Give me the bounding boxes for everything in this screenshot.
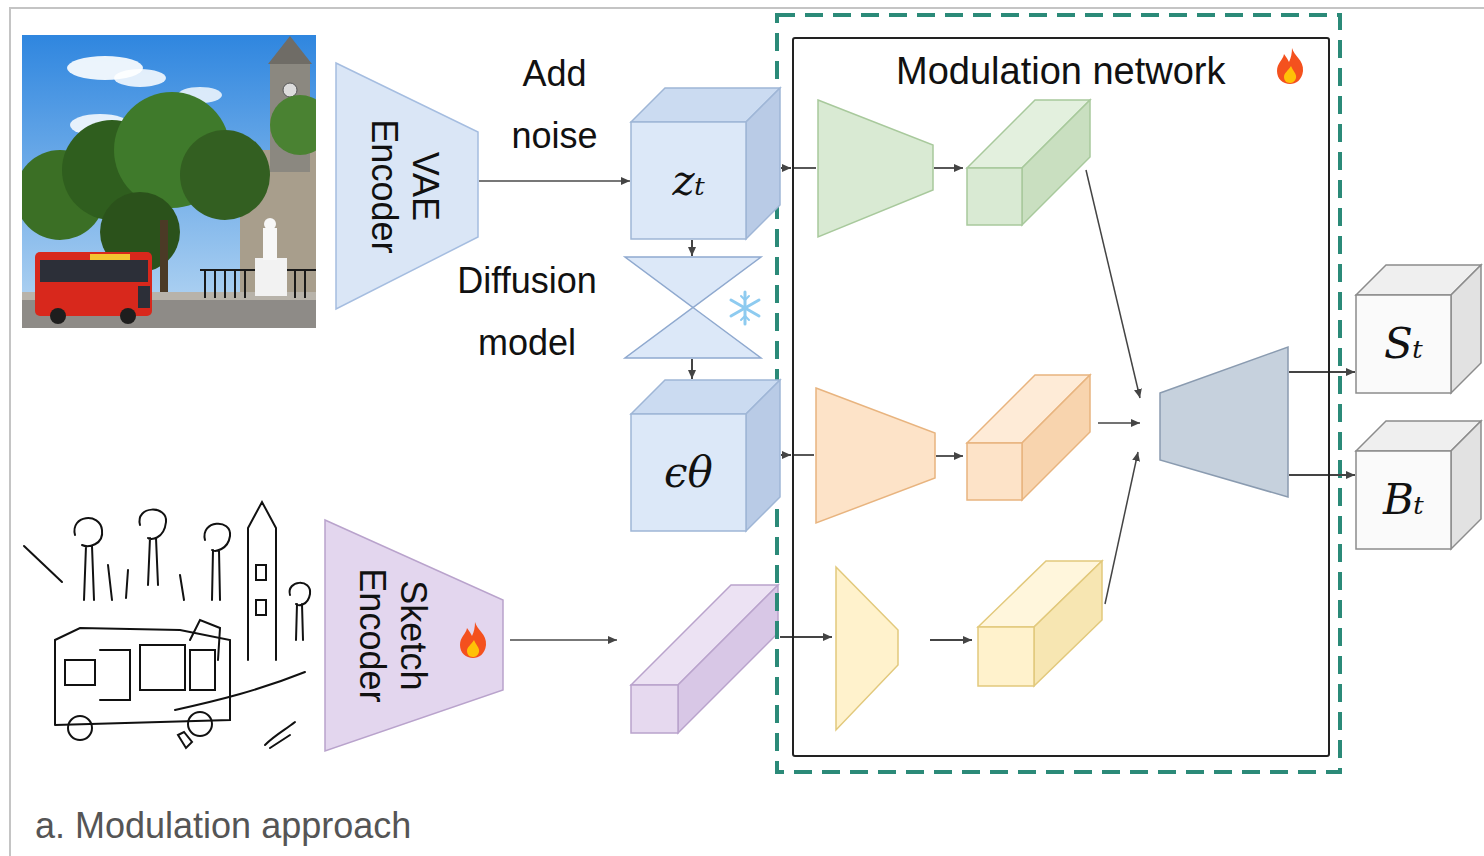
fusion-arrow <box>1098 422 1140 424</box>
math-symbol: zₜ <box>673 158 705 204</box>
branch-feature <box>967 375 1090 500</box>
encoder-block: VAE Encoder <box>336 63 478 309</box>
math-symbol: Sₜ <box>1384 321 1423 367</box>
flow-arrow <box>1331 474 1355 476</box>
street-photo <box>22 35 316 328</box>
output-cube: Sₜ <box>1356 265 1481 393</box>
scene-sketch <box>24 502 310 748</box>
output-line <box>1289 474 1331 476</box>
flow-arrow <box>691 359 693 379</box>
fusion-arrow <box>1105 452 1138 604</box>
panel-frame <box>10 8 1484 856</box>
flow-arrow <box>691 240 693 256</box>
frozen-icon <box>731 292 759 324</box>
model-label: Diffusion model <box>437 250 617 374</box>
trainable-icon <box>1277 48 1303 84</box>
flow-arrow <box>781 454 791 456</box>
branch-arrow <box>936 455 963 457</box>
math-symbol: ϵθ <box>664 450 713 496</box>
flow-arrow <box>1331 371 1355 373</box>
feature-arrow <box>510 639 617 641</box>
branch-arrow <box>930 639 972 641</box>
encoder-label: VAE Encoder <box>364 106 447 266</box>
sketch-feature <box>631 585 778 733</box>
latent-cube: zₜ <box>631 88 780 239</box>
fusion-decoder <box>1160 347 1288 497</box>
output-line <box>1289 371 1331 373</box>
encoder-label: Sketch Encoder <box>352 555 435 715</box>
output-cube: Bₜ <box>1356 421 1481 549</box>
branch-encoder <box>836 567 898 730</box>
edge-label: Add noise <box>490 43 620 167</box>
math-symbol: Bₜ <box>1383 477 1424 523</box>
branch-feature <box>978 561 1102 686</box>
input-line <box>793 167 816 169</box>
latent-cube-shape <box>631 88 780 239</box>
trainable-icon <box>460 622 486 658</box>
trainable-region <box>777 15 1340 772</box>
figure-caption: a. Modulation approach <box>35 805 411 847</box>
modulation-network: Modulation network <box>792 37 1330 757</box>
branch-encoder <box>816 388 935 523</box>
flow-arrow <box>479 180 630 182</box>
branch-encoder <box>818 100 933 237</box>
panel-title: Modulation network <box>896 49 1226 95</box>
fusion-arrow <box>1086 170 1140 398</box>
diffusion-model-shape <box>625 257 761 358</box>
branch-arrow <box>934 167 963 169</box>
diffusion-model: Diffusion model <box>625 257 761 358</box>
input-arrow <box>780 636 832 638</box>
branch-feature <box>967 100 1090 225</box>
input-line <box>793 454 814 456</box>
flow-arrow <box>781 167 791 169</box>
noise-cube: ϵθ <box>631 380 780 531</box>
